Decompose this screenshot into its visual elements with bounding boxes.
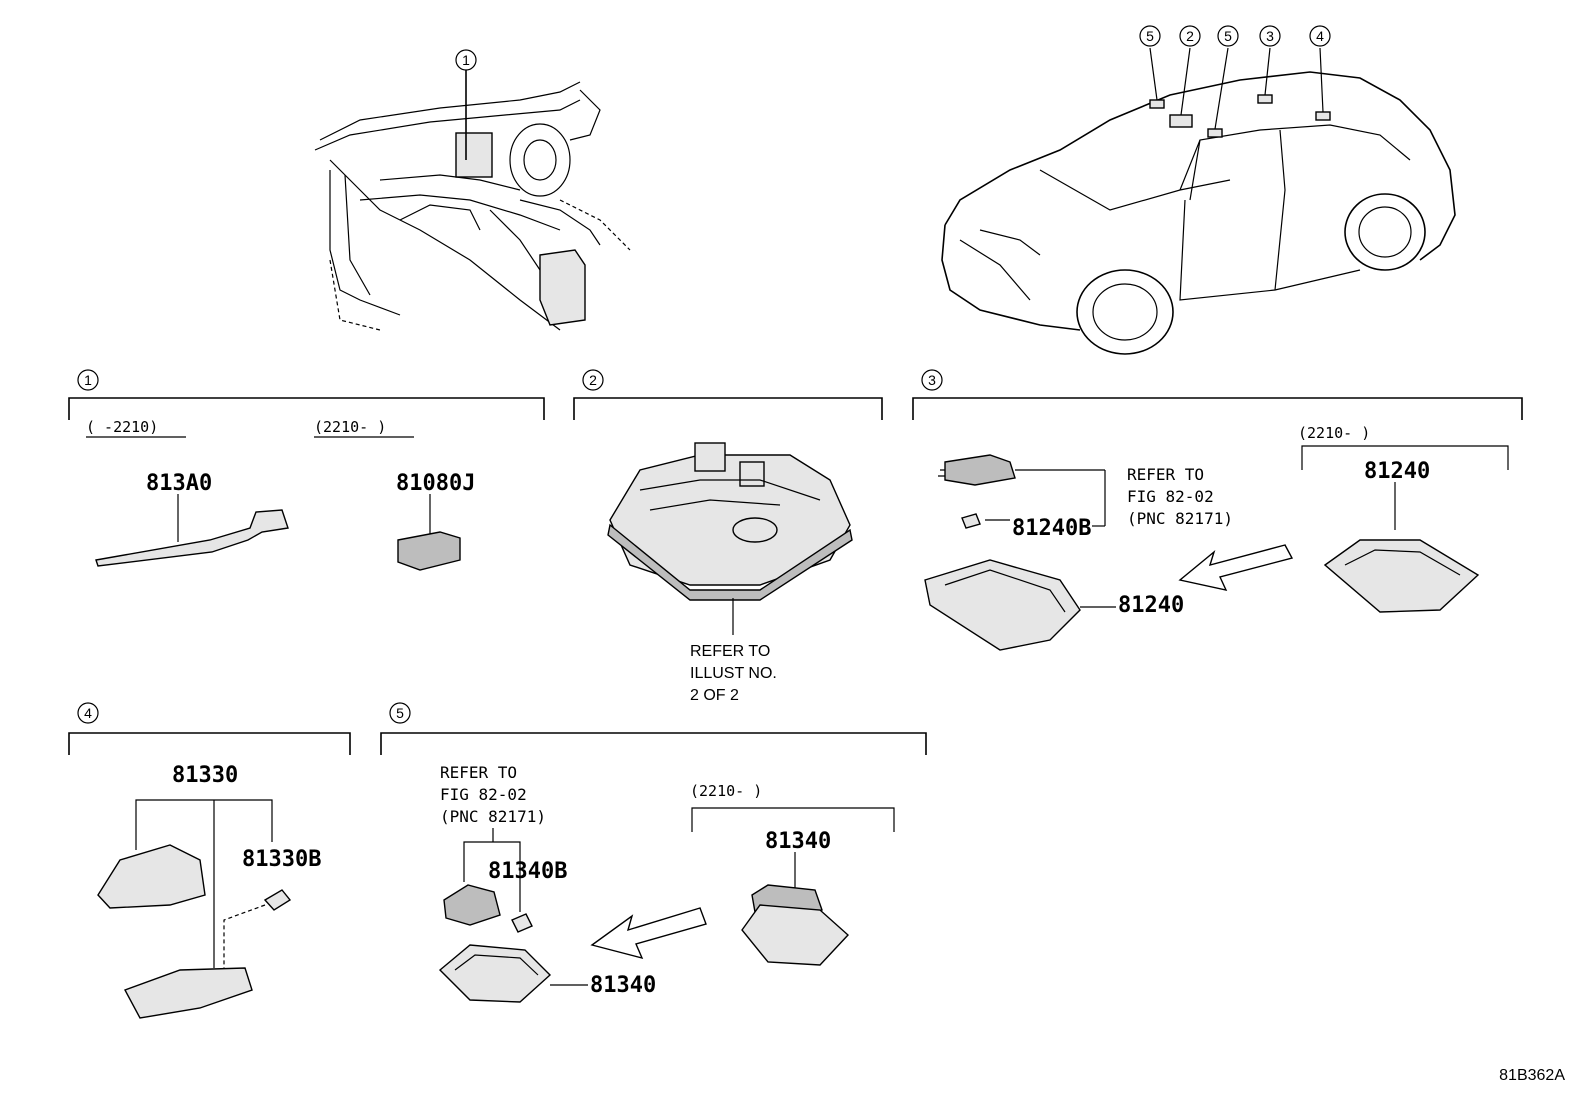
part-81330-cover-drawing (97, 844, 206, 909)
section-3-date-after: (2210- ) (1298, 424, 1370, 442)
svg-text:1: 1 (462, 52, 470, 68)
car-callout-5b: 5 (1217, 25, 1239, 47)
section-1: 1 ( -2210) (2210- ) 813A0 81080J (68, 369, 545, 571)
section-3-sub-bracket (1301, 445, 1509, 470)
dash-callout-1: 1 (455, 49, 477, 71)
dashboard-illustration (314, 70, 631, 331)
svg-text:5: 5 (1224, 28, 1232, 44)
section-5-sub-bracket (691, 807, 895, 832)
diagram-code: 81B362A (1499, 1067, 1565, 1084)
section-3-ref-line3: (PNC 82171) (1127, 509, 1233, 528)
part-81240-drawing (924, 559, 1081, 651)
section-5: 5 REFER TO FIG 82-02 (PNC 82171) 81340B … (380, 702, 927, 1003)
svg-text:4: 4 (1316, 28, 1324, 44)
section-5-bracket (380, 732, 927, 755)
section-4: 4 81330 81330B (68, 702, 351, 1019)
section-1-bracket (68, 397, 545, 420)
part-81080J-drawing (397, 531, 461, 571)
part-81240-new[interactable]: 81240 (1364, 459, 1430, 484)
section-2-note-line1: REFER TO (690, 643, 770, 660)
part-81340-new[interactable]: 81340 (765, 829, 831, 854)
part-81330B-drawing (263, 889, 292, 911)
section-3-ref-line2: FIG 82-02 (1127, 487, 1214, 506)
part-81340-new-drawing (741, 904, 850, 966)
part-81240B[interactable]: 81240B (1012, 516, 1091, 541)
part-81340[interactable]: 81340 (590, 973, 656, 998)
section-1-date-after: (2210- ) (314, 418, 386, 436)
section-3-arrow (1178, 544, 1294, 591)
section-2: 2 REFER TO ILLUST NO. 2 OF 2 (573, 369, 883, 704)
section-5-socket-drawing (443, 884, 501, 926)
section-3: 3 81240B REFER TO FIG 82-02 (PNC 82171) … (912, 369, 1523, 651)
section-2-label: 2 (589, 372, 597, 388)
section-2-note-line2: ILLUST NO. (690, 665, 777, 682)
part-81240-new-drawing (1323, 539, 1480, 613)
overhead-console-drawing (607, 442, 853, 601)
car-callout-4: 4 (1309, 25, 1331, 47)
part-81330B[interactable]: 81330B (242, 847, 321, 872)
part-81080J[interactable]: 81080J (396, 471, 475, 496)
section-1-label: 1 (84, 372, 92, 388)
car-callout-2: 2 (1179, 25, 1201, 47)
section-2-note-line3: 2 OF 2 (690, 687, 739, 704)
part-81240[interactable]: 81240 (1118, 593, 1184, 618)
section-4-label: 4 (84, 705, 92, 721)
section-4-bracket (68, 732, 351, 755)
car-callout-5a: 5 (1139, 25, 1161, 47)
part-81340B[interactable]: 81340B (488, 859, 567, 884)
section-5-label: 5 (396, 705, 404, 721)
section-5-ref-line1: REFER TO (440, 763, 517, 782)
part-813A0[interactable]: 813A0 (146, 471, 212, 496)
part-813A0-drawing (95, 509, 289, 567)
section-3-socket-drawing (944, 454, 1016, 486)
svg-text:5: 5 (1146, 28, 1154, 44)
section-5-arrow (590, 907, 707, 960)
svg-text:2: 2 (1186, 28, 1194, 44)
section-3-label: 3 (928, 372, 936, 388)
section-5-bulb-drawing (511, 913, 533, 933)
section-5-ref-line2: FIG 82-02 (440, 785, 527, 804)
part-81330-base-drawing (124, 967, 253, 1019)
section-5-ref-line3: (PNC 82171) (440, 807, 546, 826)
svg-text:3: 3 (1266, 28, 1274, 44)
section-1-callout (77, 369, 99, 391)
part-81340-drawing (438, 944, 552, 1003)
section-3-bulb-drawing (961, 513, 981, 529)
section-3-bracket (912, 397, 1523, 420)
section-5-date-after: (2210- ) (690, 782, 762, 800)
car-illustration (941, 47, 1456, 355)
car-callout-3: 3 (1259, 25, 1281, 47)
section-3-ref-line1: REFER TO (1127, 465, 1204, 484)
part-81330[interactable]: 81330 (172, 763, 238, 788)
section-1-date-before: ( -2210) (86, 418, 158, 436)
section-2-bracket (573, 397, 883, 420)
